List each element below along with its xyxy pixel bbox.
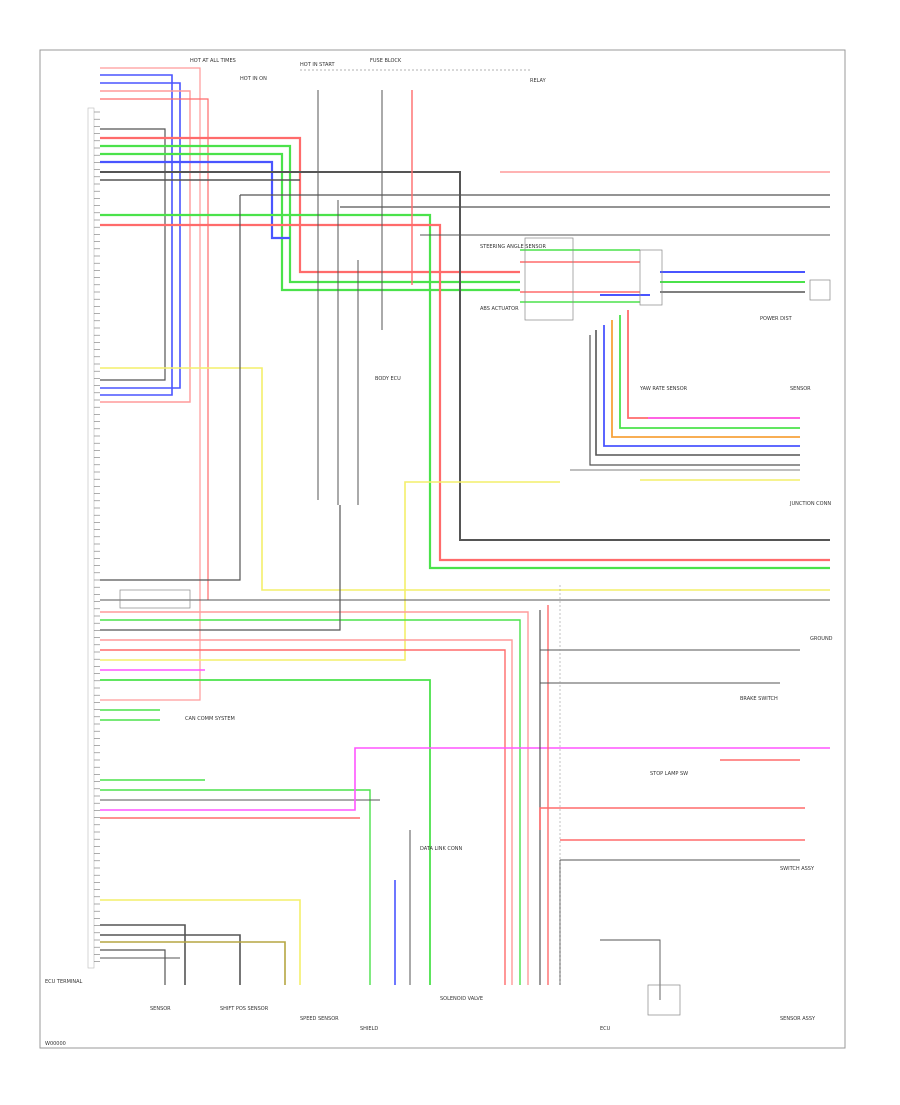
right-label: BRAKE SWITCH (740, 696, 778, 702)
wire-pink-top-loop (100, 90, 191, 403)
connector-block-right (639, 249, 663, 306)
wire-gray-loop (100, 128, 166, 381)
diagram-frame (39, 49, 846, 1049)
component-layer (119, 237, 831, 1016)
inline-label: STEERING ANGLE SENSOR (480, 244, 546, 250)
right-label: SWITCH ASSY (780, 866, 815, 872)
top-label: HOT AT ALL TIMES (190, 58, 236, 64)
connector-block-center (524, 237, 574, 321)
wire-yellow-mid (100, 481, 560, 661)
wire-green-lower-6 (100, 789, 371, 985)
bottom-label: SHIFT POS SENSOR (220, 1006, 269, 1012)
wire-yellow-long (100, 367, 830, 591)
wire-blue-right-3 (603, 325, 800, 447)
wire-gray-right-2 (595, 330, 800, 456)
wire-gray-bottom-3 (100, 949, 166, 985)
inline-label: CAN COMM SYSTEM (185, 716, 235, 722)
wire-gray-lower-3 (100, 505, 341, 631)
wire-blue-upper (100, 160, 290, 240)
inline-label: STOP LAMP SW (650, 771, 688, 777)
wire-pink-lower-1 (100, 611, 529, 985)
left-connector-label: ECU TERMINAL (45, 979, 83, 985)
bottom-label: SHIELD (360, 1026, 378, 1032)
inline-label: DATA LINK CONN (420, 846, 463, 852)
wire-red-long-1 (100, 223, 830, 562)
top-label: HOT IN ON (240, 76, 267, 82)
bottom-label: SENSOR ASSY (780, 1016, 816, 1022)
bottom-label: SENSOR (150, 1006, 171, 1012)
wire-green-lower-2 (100, 679, 431, 985)
right-label: GROUND (810, 636, 833, 642)
inline-label: BODY ECU (375, 376, 401, 382)
footer-code: W00000 (45, 1041, 66, 1047)
wire-blue-top-loop (100, 74, 173, 396)
wire-pink-long (100, 67, 201, 701)
wire-yellow-bottom (100, 899, 301, 985)
wire-green-upper-2 (100, 152, 520, 292)
inline-label: YAW RATE SENSOR (639, 386, 688, 392)
wire-red-upper-1 (100, 136, 520, 274)
wire-green-right-2 (619, 315, 800, 429)
wire-gray-right-3 (589, 335, 800, 466)
relay-box-left (119, 589, 191, 609)
wire-orange-right (611, 320, 800, 438)
wire-red-right (627, 310, 800, 419)
right-label: JUNCTION CONN (789, 501, 831, 507)
wire-red-left (100, 98, 209, 600)
top-label: RELAY (530, 78, 547, 84)
wire-layer (94, 67, 830, 1000)
wire-magenta-lower-2 (100, 747, 830, 811)
wire-olive-bottom (100, 941, 286, 985)
right-label: POWER DIST (760, 316, 793, 322)
wire-green-lower-1 (100, 619, 521, 985)
wire-blue-top-loop-2 (100, 82, 181, 389)
bottom-label: SPEED SENSOR (300, 1016, 339, 1022)
label-layer: HOT AT ALL TIMES HOT IN ON HOT IN START FUS… (150, 58, 833, 1032)
connector-box-right (809, 279, 831, 301)
wire-gray-bottom-1 (100, 924, 186, 985)
top-label: FUSE BLOCK (370, 58, 402, 64)
left-connector-strip (87, 107, 95, 969)
wire-gray-lower-1 (100, 195, 241, 581)
ecu-box-bottom (647, 984, 681, 1016)
top-label: HOT IN START (300, 62, 336, 68)
right-label: SENSOR (790, 386, 811, 392)
wire-red-right-lower-2 (539, 807, 805, 830)
wire-pink-lower-2 (100, 639, 513, 985)
bottom-label: SOLENOID VALVE (440, 996, 483, 1002)
wire-red-lower-1 (100, 649, 506, 985)
wire-green-long-1 (100, 213, 830, 570)
inline-label: ABS ACTUATOR (480, 306, 519, 312)
wire-gray-upper (100, 171, 830, 541)
bottom-label: ECU (600, 1026, 611, 1032)
wire-gray-bottom-2 (100, 934, 241, 985)
wire-gray-right-lower-6 (600, 939, 661, 1000)
